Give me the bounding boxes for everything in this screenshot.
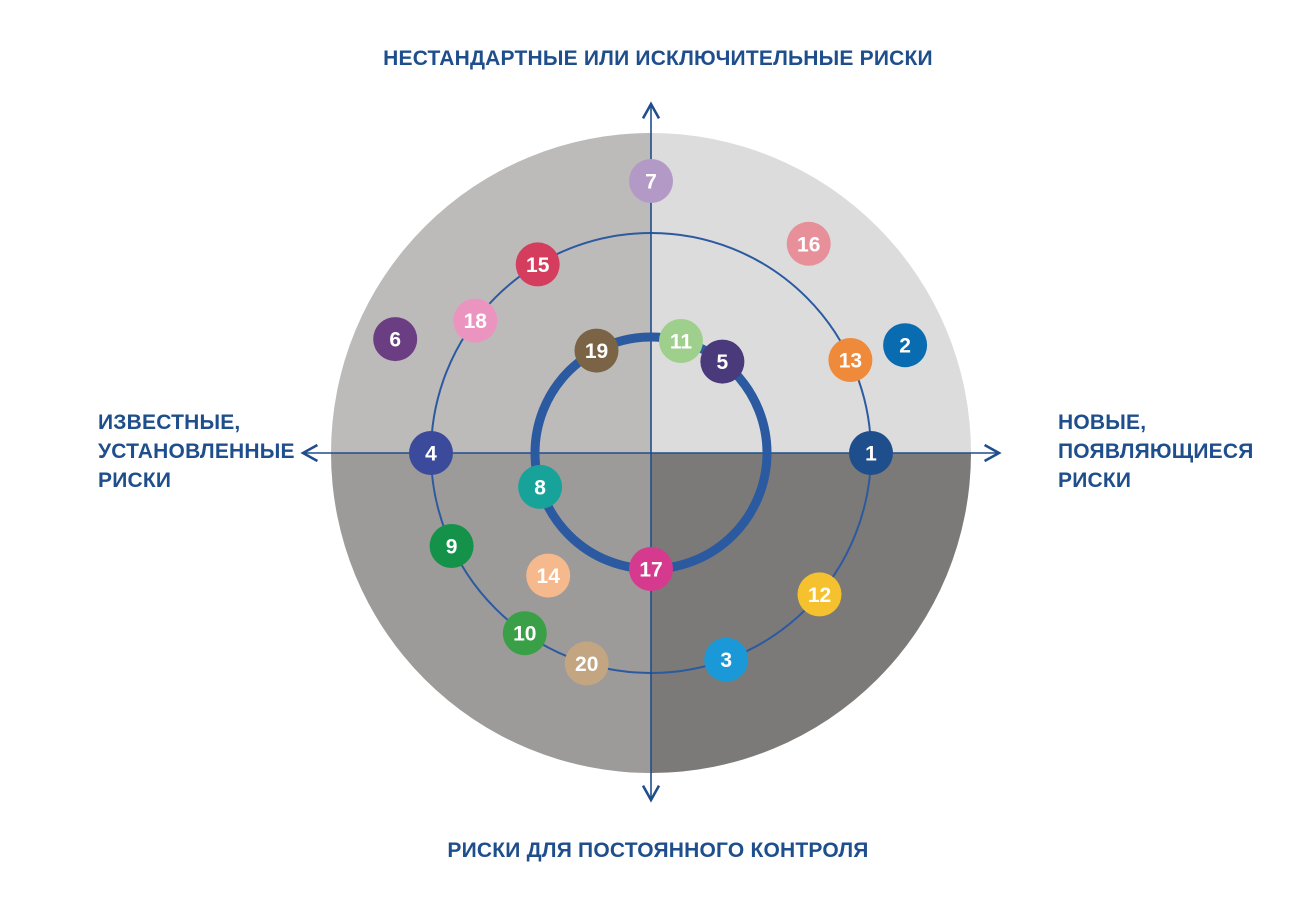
- risk-marker-number: 5: [717, 351, 729, 374]
- risk-marker-number: 18: [464, 310, 488, 333]
- risk-marker-circle: [429, 524, 474, 568]
- risk-marker-number: 14: [537, 565, 561, 588]
- quadrant-bottom-left: [331, 453, 651, 773]
- risk-marker-13: 13: [828, 338, 873, 382]
- label-line: РИСКИ ДЛЯ ПОСТОЯННОГО КОНТРОЛЯ: [447, 839, 869, 862]
- risk-marker-circle: [574, 328, 619, 373]
- label-line: РИСКИ: [98, 469, 172, 492]
- risk-marker-circle: [659, 319, 703, 363]
- risk-marker-number: 3: [720, 649, 732, 672]
- risk-marker-number: 20: [575, 653, 598, 676]
- quadrant-top-right: [651, 133, 971, 453]
- risk-marker-3: 3: [704, 637, 749, 682]
- risk-marker-9: 9: [429, 524, 474, 568]
- risk-marker-7: 7: [629, 159, 673, 203]
- risk-marker-circle: [849, 431, 893, 475]
- risk-marker-number: 15: [526, 254, 550, 277]
- risk-marker-16: 16: [786, 221, 831, 266]
- risk-marker-number: 16: [797, 233, 820, 256]
- risk-marker-14: 14: [526, 553, 571, 598]
- risk-marker-circle: [453, 298, 498, 343]
- risk-marker-circle: [704, 637, 749, 682]
- risk-marker-number: 19: [585, 340, 608, 363]
- risk-marker-circle: [883, 323, 928, 368]
- risk-marker-6: 6: [373, 317, 418, 362]
- risk-marker-5: 5: [700, 339, 745, 384]
- risk-marker-number: 13: [839, 350, 862, 373]
- risk-marker-circle: [526, 553, 571, 598]
- label-line: УСТАНОВЛЕННЫЕ: [98, 440, 295, 463]
- risk-marker-number: 6: [389, 329, 401, 352]
- risk-marker-10: 10: [502, 611, 547, 656]
- label-line: РИСКИ: [1058, 469, 1132, 492]
- risk-marker-number: 4: [425, 443, 437, 466]
- label-nonstandard-risks: НЕСТАНДАРТНЫЕ ИЛИ ИСКЛЮЧИТЕЛЬНЫЕ РИСКИ: [0, 44, 1316, 73]
- risk-marker-19: 19: [574, 328, 619, 373]
- risk-marker-11: 11: [659, 319, 703, 363]
- risk-marker-circle: [700, 339, 745, 384]
- label-line: ПОЯВЛЯЮЩИЕСЯ: [1058, 440, 1254, 463]
- risk-marker-8: 8: [518, 464, 563, 509]
- risk-marker-circle: [373, 317, 418, 362]
- risk-marker-circle: [786, 221, 831, 266]
- label-continuous-control-risks: РИСКИ ДЛЯ ПОСТОЯННОГО КОНТРОЛЯ: [0, 836, 1316, 865]
- risk-marker-number: 17: [639, 559, 662, 582]
- label-line: ИЗВЕСТНЫЕ,: [98, 411, 241, 434]
- risk-marker-17: 17: [629, 547, 673, 591]
- risk-marker-circle: [515, 242, 560, 287]
- risk-marker-number: 2: [899, 335, 911, 358]
- label-line: НЕСТАНДАРТНЫЕ ИЛИ ИСКЛЮЧИТЕЛЬНЫЕ РИСКИ: [383, 47, 933, 70]
- risk-marker-number: 7: [645, 171, 657, 194]
- risk-marker-15: 15: [515, 242, 560, 287]
- label-line: НОВЫЕ,: [1058, 411, 1147, 434]
- risk-marker-circle: [828, 338, 873, 382]
- risk-marker-number: 1: [865, 443, 877, 466]
- risk-marker-number: 10: [513, 623, 536, 646]
- risk-marker-circle: [629, 159, 673, 203]
- risk-marker-circle: [564, 641, 609, 686]
- risk-marker-18: 18: [453, 298, 498, 343]
- risk-marker-12: 12: [797, 572, 842, 617]
- risk-marker-number: 8: [534, 476, 546, 499]
- risk-marker-circle: [797, 572, 842, 617]
- risk-marker-number: 9: [446, 536, 458, 559]
- label-known-risks: ИЗВЕСТНЫЕ, УСТАНОВЛЕННЫЕ РИСКИ: [98, 408, 295, 495]
- risk-marker-circle: [409, 431, 453, 475]
- label-new-emerging-risks: НОВЫЕ, ПОЯВЛЯЮЩИЕСЯ РИСКИ: [1058, 408, 1254, 495]
- risk-marker-circle: [502, 611, 547, 656]
- risk-marker-circle: [629, 547, 673, 591]
- risk-marker-number: 11: [670, 331, 693, 354]
- risk-marker-4: 4: [409, 431, 453, 475]
- risk-marker-2: 2: [883, 323, 928, 368]
- risk-marker-20: 20: [564, 641, 609, 686]
- quadrant-top-left: [331, 133, 651, 453]
- risk-marker-circle: [518, 464, 563, 509]
- risk-marker-number: 12: [808, 584, 831, 607]
- risk-marker-1: 1: [849, 431, 893, 475]
